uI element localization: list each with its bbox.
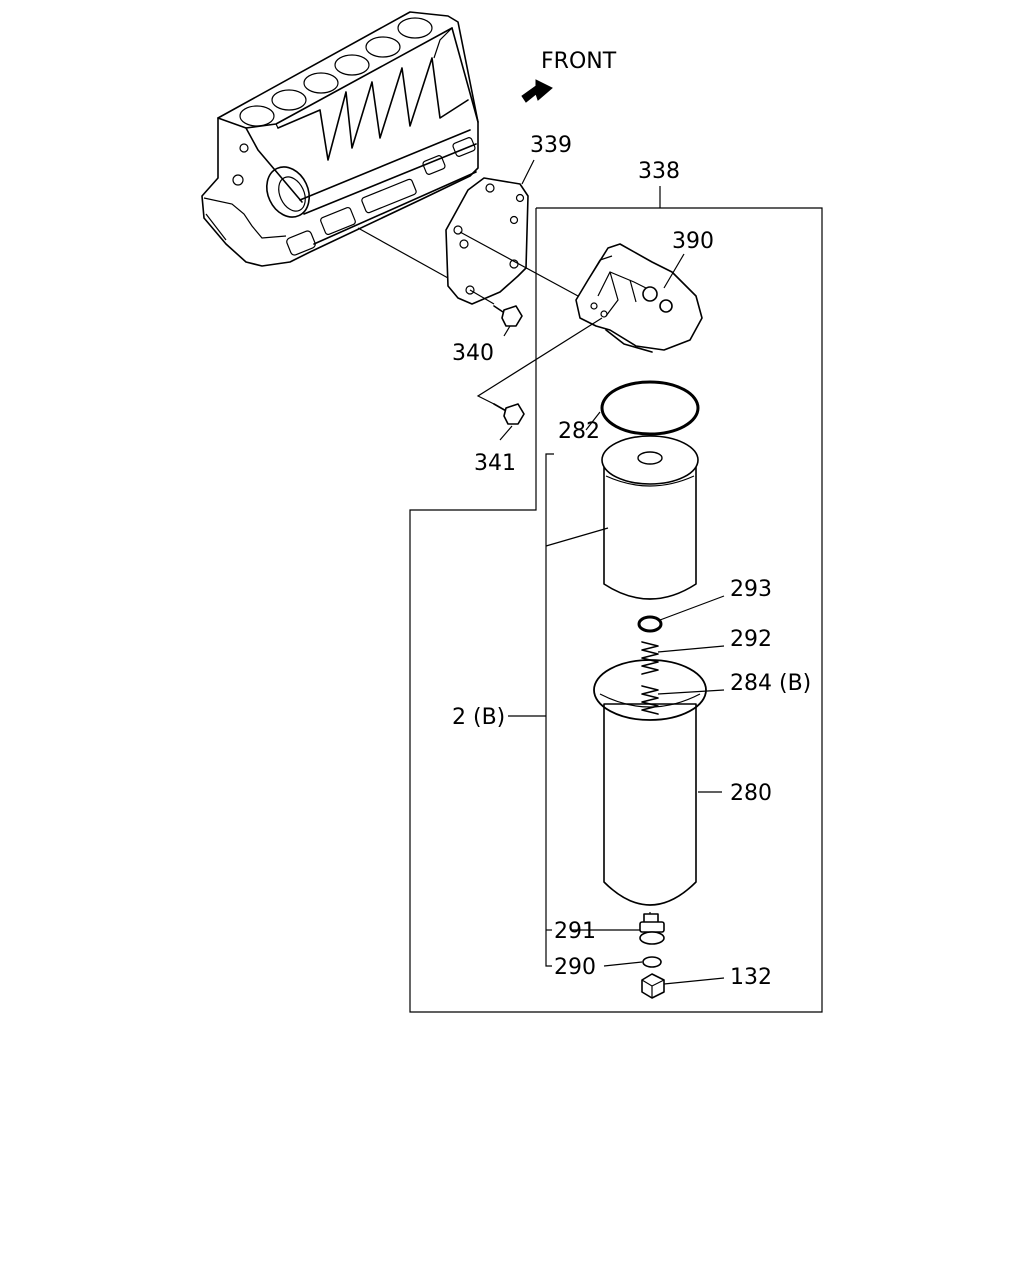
o-ring bbox=[600, 380, 700, 436]
front-label: FRONT bbox=[541, 49, 617, 74]
callout-280: 280 bbox=[730, 781, 772, 806]
callout-340: 340 bbox=[452, 341, 494, 366]
drain-plug bbox=[639, 921, 665, 945]
callout-284b: 284 (B) bbox=[730, 671, 811, 696]
callout-293: 293 bbox=[730, 577, 772, 602]
callout-390: 390 bbox=[672, 229, 714, 254]
callout-292: 292 bbox=[730, 627, 772, 652]
bolt-340 bbox=[493, 305, 523, 327]
front-direction-indicator: FRONT bbox=[521, 49, 617, 103]
callout-2b: 2 (B) bbox=[452, 705, 505, 730]
filter-head bbox=[575, 243, 703, 353]
callout-labels: 339 338 390 340 341 282 293 292 284 (B) … bbox=[452, 133, 811, 990]
washer bbox=[637, 615, 663, 633]
nut bbox=[641, 973, 665, 999]
callout-291: 291 bbox=[554, 919, 596, 944]
callout-339: 339 bbox=[530, 133, 572, 158]
callout-338: 338 bbox=[638, 159, 680, 184]
engine-block bbox=[201, 11, 479, 267]
group-bracket bbox=[545, 453, 554, 967]
callout-290: 290 bbox=[554, 955, 596, 980]
bolt-341 bbox=[493, 403, 525, 425]
leader-lines bbox=[357, 159, 725, 985]
callout-341: 341 bbox=[474, 451, 516, 476]
callout-282: 282 bbox=[558, 419, 600, 444]
callout-132: 132 bbox=[730, 965, 772, 990]
bracket-plate bbox=[445, 177, 529, 305]
assembly-frame bbox=[409, 207, 823, 1013]
filter-element bbox=[601, 435, 699, 600]
small-o-ring bbox=[642, 956, 662, 968]
filter-case bbox=[593, 659, 707, 925]
spring bbox=[641, 641, 659, 675]
front-arrow-icon bbox=[521, 79, 553, 103]
